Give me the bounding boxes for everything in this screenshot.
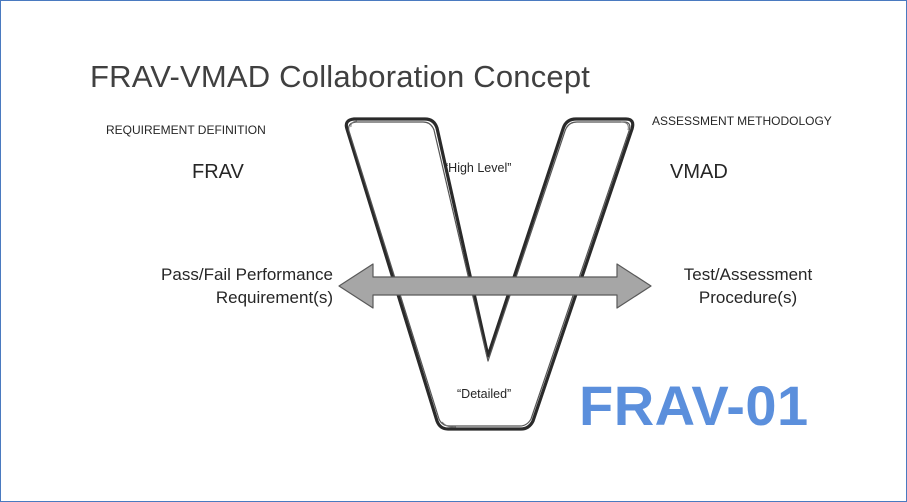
pass-fail-line-2: Requirement(s) xyxy=(215,288,333,307)
test-assessment-procedures-text: Test/Assessment Procedure(s) xyxy=(645,263,851,309)
frav-label: FRAV xyxy=(192,161,244,183)
v-outline-sketch xyxy=(350,120,629,428)
test-assessment-line-2: Procedure(s) xyxy=(698,288,798,307)
v-outline-inner xyxy=(348,121,631,427)
pass-fail-line-1: Pass/Fail Performance xyxy=(161,265,333,284)
v-shape xyxy=(344,117,635,431)
v-outline-outer xyxy=(344,117,635,431)
pass-fail-requirements-text: Pass/Fail Performance Requirement(s) xyxy=(111,263,333,309)
requirement-definition-heading: REQUIREMENT DEFINITION xyxy=(106,123,266,137)
high-level-label: “High Level” xyxy=(444,161,512,175)
frav-01-stamp: FRAV-01 xyxy=(579,374,809,437)
detailed-label: “Detailed” xyxy=(457,387,512,401)
double-arrow-icon xyxy=(338,263,652,309)
assessment-methodology-heading: ASSESSMENT METHODOLOGY xyxy=(652,114,832,128)
vmad-label: VMAD xyxy=(670,161,728,183)
page-title: FRAV-VMAD Collaboration Concept xyxy=(90,59,591,94)
test-assessment-line-1: Test/Assessment xyxy=(683,265,813,284)
